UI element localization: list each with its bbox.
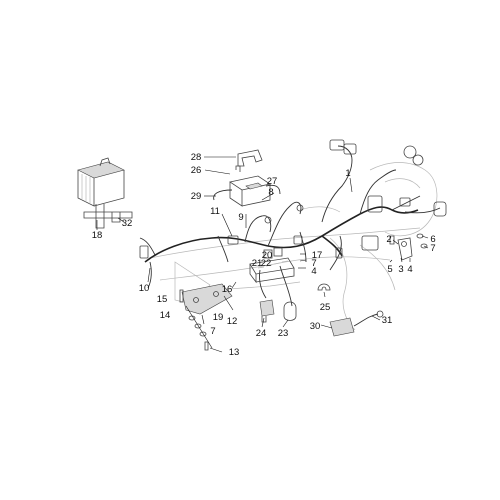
hardware-small-parts — [389, 233, 428, 261]
callout-23: 23 — [278, 328, 289, 339]
speed-sensor — [329, 310, 384, 337]
battery-box — [77, 157, 125, 207]
callout-24: 24 — [256, 328, 267, 339]
callout-7b: 7 — [311, 258, 316, 269]
callout-2: 2 — [386, 234, 391, 245]
callout-31: 31 — [382, 315, 393, 326]
battery-bracket — [237, 149, 263, 167]
cable-clamp — [317, 283, 331, 291]
leader-lines — [96, 156, 429, 353]
callout-17: 17 — [312, 250, 323, 261]
callout-14: 14 — [160, 310, 171, 321]
callout-30: 30 — [310, 321, 321, 332]
callout-1: 1 — [345, 168, 350, 179]
callout-10: 10 — [139, 283, 150, 294]
callout-6: 6 — [430, 234, 435, 245]
callout-25: 25 — [320, 302, 331, 313]
callout-27: 27 — [267, 176, 278, 187]
callout-4b: 4 — [311, 266, 316, 277]
callout-11: 11 — [210, 206, 220, 217]
main-wiring-harness — [139, 145, 441, 307]
callout-3: 3 — [398, 264, 403, 275]
callout-20: 20 — [262, 250, 273, 261]
screw-stack — [179, 289, 213, 351]
battery — [228, 165, 272, 207]
sensor-23 — [283, 301, 297, 321]
callout-12: 12 — [227, 316, 238, 327]
relay-24 — [259, 299, 275, 323]
callout-9: 9 — [238, 212, 243, 223]
callout-15: 15 — [157, 294, 168, 305]
relay-group — [263, 247, 283, 259]
callout-18: 18 — [92, 230, 103, 241]
mounting-bracket — [181, 283, 233, 315]
battery-cables — [213, 184, 281, 201]
callout-28: 28 — [191, 152, 202, 163]
harness-connectors — [139, 139, 447, 259]
callout-7a: 7 — [430, 243, 435, 254]
battery-strap — [83, 204, 133, 229]
fuse-box — [249, 257, 295, 284]
callout-5: 5 — [387, 264, 392, 275]
callout-19: 19 — [213, 312, 224, 323]
callout-13: 13 — [229, 347, 240, 358]
callout-29: 29 — [191, 191, 202, 202]
callout-22: 22 — [261, 258, 272, 269]
callout-8: 8 — [268, 187, 273, 198]
callout-4: 4 — [407, 264, 412, 275]
callout-16: 16 — [222, 284, 233, 295]
callout-labels: 1 2 3 4 4 5 6 7 7 7 8 9 10 11 12 13 14 1… — [92, 152, 436, 358]
callout-32: 32 — [122, 218, 133, 229]
callout-21: 21 — [252, 258, 263, 269]
callout-7c: 7 — [210, 326, 215, 337]
callout-26: 26 — [191, 165, 202, 176]
